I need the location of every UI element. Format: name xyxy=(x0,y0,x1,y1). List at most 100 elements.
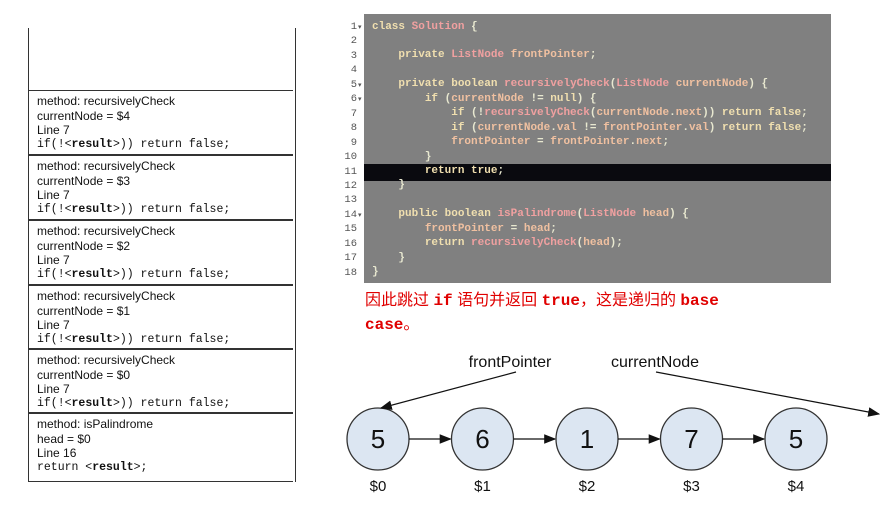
frame-code-post: >)) return false; xyxy=(112,396,231,410)
frame-code-pre: if(!< xyxy=(37,137,72,151)
code-line: } xyxy=(424,150,432,163)
code-line: } xyxy=(398,251,406,264)
frame-code-result: result xyxy=(92,460,134,474)
frame-code-post: >)) return false; xyxy=(112,137,231,151)
frame-code-pre: if(!< xyxy=(37,202,72,216)
frame-code-result: result xyxy=(71,332,113,346)
frame-line: Line 7 xyxy=(37,318,70,333)
line-number: 3 xyxy=(350,49,357,62)
frame-code: return <result>; xyxy=(37,461,293,476)
node-value: 1 xyxy=(580,424,594,454)
fold-chevron-icon[interactable]: ▾ xyxy=(358,96,362,104)
line-number: 16 xyxy=(344,237,357,250)
front-pointer-label: frontPointer xyxy=(469,354,552,371)
line-number: 2 xyxy=(350,35,357,48)
code-line: private ListNode frontPointer; xyxy=(398,49,597,62)
line-number: 14 xyxy=(344,208,357,221)
caption-text: 因此跳过 xyxy=(365,292,434,309)
node-address-label: $2 xyxy=(579,478,596,495)
front-pointer-arrow xyxy=(379,371,517,410)
code-line: } xyxy=(398,179,406,192)
line-number: 13 xyxy=(344,194,357,207)
fold-chevron-icon[interactable]: ▾ xyxy=(358,24,362,31)
fold-chevron-icon[interactable]: ▾ xyxy=(358,81,362,89)
frame-code-result: result xyxy=(71,202,113,216)
current-line-highlight xyxy=(364,163,831,181)
frame-method: method: recursivelyCheck xyxy=(37,94,176,108)
frame-code-result: result xyxy=(71,137,113,151)
frame-code-post: >)) return false; xyxy=(112,267,231,281)
frame-variable: currentNode = $2 xyxy=(37,238,131,253)
frame-variable: head = $0 xyxy=(37,431,91,446)
line-number: 11 xyxy=(344,165,357,178)
code-line: if (currentNode.val != frontPointer.val)… xyxy=(451,121,808,134)
frame-code-result: result xyxy=(71,267,113,281)
frame-method: method: recursivelyCheck xyxy=(37,224,176,238)
code-line: frontPointer = frontPointer.next; xyxy=(451,136,670,149)
line-number: 15 xyxy=(344,223,357,236)
frame-method: method: recursivelyCheck xyxy=(37,159,176,173)
list-node xyxy=(764,407,828,471)
frame-code-result: result xyxy=(71,396,113,410)
frame-code: if(!<result>)) return false; xyxy=(37,268,293,283)
frame-code-post: >)) return false; xyxy=(112,202,231,216)
frame-code: if(!<result>)) return false; xyxy=(37,138,293,153)
caption-text: 语句并返回 xyxy=(452,292,542,309)
line-number: 1 xyxy=(350,21,357,33)
frame-line: Line 16 xyxy=(37,446,77,461)
frame-line: Line 7 xyxy=(37,188,70,203)
line-number: 9 xyxy=(350,136,357,149)
frame-variable: currentNode = $1 xyxy=(37,303,131,318)
node-value: 7 xyxy=(684,424,698,454)
caption-text: 。 xyxy=(403,316,420,333)
node-value: 6 xyxy=(475,424,489,454)
caption-keyword-base: base xyxy=(680,292,719,310)
node-address-label: $3 xyxy=(683,478,700,495)
fold-chevron-icon[interactable]: ▾ xyxy=(358,211,362,219)
frame-code-post: >; xyxy=(133,460,148,474)
caption-keyword-case: case xyxy=(365,316,404,334)
line-number: 4 xyxy=(350,64,357,77)
code-line: frontPointer = head; xyxy=(424,222,557,235)
code-line: } xyxy=(372,266,379,279)
frame-method: method: isPalindrome xyxy=(37,417,154,431)
frame-line: Line 7 xyxy=(37,123,70,138)
frame-line: Line 7 xyxy=(37,253,70,268)
frame-line: Line 7 xyxy=(37,382,70,397)
current-node-arrow xyxy=(655,371,881,417)
frame-code-pre: if(!< xyxy=(37,267,72,281)
frame-code: if(!<result>)) return false; xyxy=(37,333,293,348)
code-area xyxy=(364,14,831,283)
node-value: 5 xyxy=(371,424,385,454)
frame-code-pre: if(!< xyxy=(37,396,72,410)
code-line: return recursivelyCheck(head); xyxy=(424,237,623,250)
line-number: 7 xyxy=(350,107,357,120)
code-line: return true; xyxy=(424,165,505,177)
line-number: 6 xyxy=(350,93,357,106)
line-number: 17 xyxy=(344,252,357,265)
frame-code-pre: return < xyxy=(37,460,93,474)
caption-keyword-if: if xyxy=(433,292,453,310)
frame-variable: currentNode = $0 xyxy=(37,367,131,382)
frame-method: method: recursivelyCheck xyxy=(37,353,176,367)
caption-text: ，这是递归的 xyxy=(579,292,681,309)
code-line: if (!recursivelyCheck(currentNode.next))… xyxy=(451,107,808,120)
frame-code-post: >)) return false; xyxy=(112,332,231,346)
code-line: public boolean isPalindrome(ListNode hea… xyxy=(398,208,689,221)
node-address-label: $4 xyxy=(788,478,805,495)
frame-code-pre: if(!< xyxy=(37,332,72,346)
code-line: if (currentNode != null) { xyxy=(424,92,597,105)
line-number: 5 xyxy=(350,78,357,91)
line-number: 10 xyxy=(344,151,357,164)
frame-variable: currentNode = $4 xyxy=(37,108,131,123)
line-number: 12 xyxy=(344,179,357,192)
